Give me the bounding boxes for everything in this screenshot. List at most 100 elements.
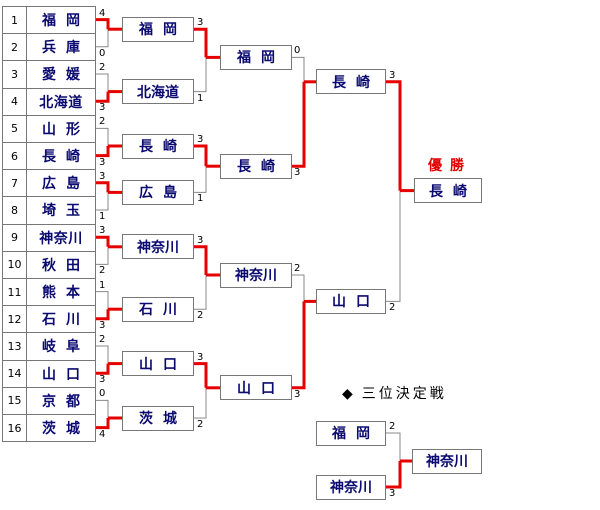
seed-number: 15 [2, 386, 27, 415]
round3-team-box: 福岡 [220, 44, 292, 70]
seed-team-name: 岐阜 [26, 332, 96, 361]
champion-label: 優勝 [428, 157, 472, 174]
seed-team-name: 山形 [26, 114, 96, 143]
r2-score-bottom: 2 [197, 310, 204, 322]
r2-line-top [194, 27, 208, 58]
r2-line-top [194, 245, 208, 275]
seed-team-name: 茨城 [26, 414, 96, 443]
r1-line-bottom [96, 29, 109, 48]
seed-team-name: 秋田 [26, 250, 96, 279]
sf-score-top: 0 [294, 45, 301, 57]
seed-team-name: 埼玉 [26, 196, 96, 225]
round2-team-box: 石川 [122, 296, 194, 322]
r1-score-bottom: 1 [99, 211, 106, 222]
r1-line-top [96, 181, 110, 193]
r1-line-top [96, 345, 109, 364]
r2-line-bottom [194, 57, 207, 93]
round3-team-box: 長崎 [220, 153, 292, 179]
r1-line-bottom [96, 309, 110, 321]
sf-line-bottom [292, 301, 306, 390]
seed-team-name: 兵庫 [26, 33, 96, 62]
r1-score-top: 2 [99, 116, 106, 128]
seed-number: 5 [2, 114, 27, 143]
sf-line-top [292, 56, 305, 82]
r1-score-bottom: 2 [99, 265, 106, 277]
champion-team-box: 長崎 [414, 178, 482, 204]
r2-score-top: 3 [197, 134, 204, 145]
r1-score-top: 3 [99, 225, 106, 237]
round2-team-box: 茨城 [122, 405, 194, 431]
third-score-top: 2 [389, 421, 396, 432]
seed-team-name: 愛媛 [26, 60, 96, 89]
final-line-top [386, 80, 402, 191]
seed-number: 10 [2, 250, 27, 279]
r1-score-bottom: 4 [99, 428, 106, 440]
seed-number: 6 [2, 142, 27, 171]
final-score-top: 3 [389, 69, 396, 81]
r2-line-bottom [194, 275, 207, 310]
third-place-title-text: 三位決定戦 [361, 386, 447, 402]
seed-number: 16 [2, 414, 27, 443]
final-line-bottom [386, 190, 401, 302]
third-score-bottom: 3 [389, 488, 396, 499]
seed-team-name: 石川 [26, 305, 96, 334]
third-line-bottom [386, 461, 402, 489]
seed-number: 2 [2, 33, 27, 62]
seed-number: 1 [2, 6, 27, 35]
round2-team-box: 山口 [122, 351, 194, 377]
sf-line-bottom [292, 81, 306, 168]
round2-team-box: 長崎 [122, 133, 194, 159]
r1-line-bottom [96, 146, 110, 158]
seed-team-name: 熊本 [26, 278, 96, 307]
r2-line-top [194, 144, 208, 167]
r1-score-top: 2 [99, 334, 106, 345]
r1-score-bottom: 3 [99, 374, 106, 386]
seed-team-name: 山口 [26, 359, 96, 388]
r1-line-top [96, 73, 109, 92]
third-place-team-b: 神奈川 [316, 474, 386, 500]
r2-score-top: 3 [197, 351, 204, 363]
r1-line-bottom [96, 246, 109, 265]
r1-score-top: 3 [99, 170, 106, 182]
sf-score-bottom: 3 [294, 388, 301, 400]
r1-line-bottom [96, 192, 109, 211]
r1-line-bottom [96, 91, 110, 103]
sf-line-top [292, 274, 305, 302]
seed-number: 11 [2, 278, 27, 307]
r1-line-top [96, 235, 110, 247]
r1-line-top [96, 399, 109, 418]
r2-line-top [194, 362, 208, 388]
round2-team-box: 広島 [122, 179, 194, 205]
seed-team-name: 北海道 [26, 87, 96, 116]
round3-team-box: 山口 [220, 375, 292, 401]
r1-score-top: 1 [99, 279, 106, 291]
r1-line-top [96, 291, 109, 310]
r2-score-top: 3 [197, 17, 204, 29]
seed-team-name: 福岡 [26, 6, 96, 35]
r2-line-bottom [194, 166, 207, 193]
seed-team-name: 神奈川 [26, 223, 96, 252]
seed-team-name: 京都 [26, 386, 96, 415]
r2-score-bottom: 2 [197, 419, 204, 430]
third-place-team-a: 福岡 [316, 420, 386, 446]
r1-score-bottom: 0 [99, 47, 106, 59]
seed-number: 13 [2, 332, 27, 361]
r1-line-top [96, 127, 109, 146]
r2-score-bottom: 1 [197, 92, 204, 104]
r2-score-bottom: 1 [197, 193, 204, 205]
r1-line-bottom [96, 363, 110, 375]
sf-score-top: 2 [294, 263, 301, 274]
r1-score-top: 4 [99, 7, 106, 19]
seed-team-name: 長崎 [26, 142, 96, 171]
r1-score-bottom: 3 [99, 102, 106, 114]
r1-line-top [96, 18, 110, 30]
seed-number: 7 [2, 169, 27, 198]
final-team-box: 山口 [316, 288, 386, 314]
third-place-winner-box: 神奈川 [412, 448, 482, 474]
seed-number: 8 [2, 196, 27, 225]
seed-number: 14 [2, 359, 27, 388]
diamond-icon: ◆ [342, 386, 356, 402]
r2-score-top: 3 [197, 234, 204, 246]
sf-score-bottom: 3 [294, 167, 301, 179]
